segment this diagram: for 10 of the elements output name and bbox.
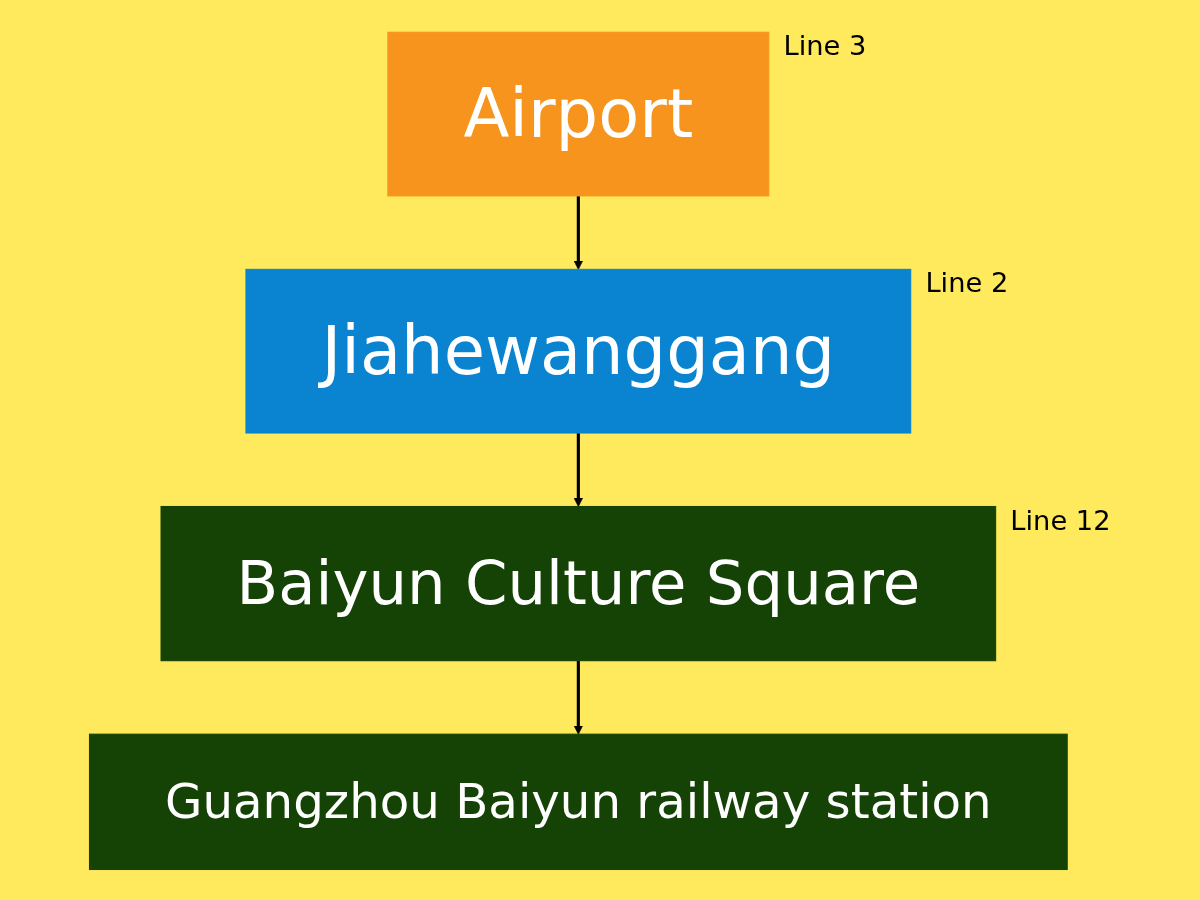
node-box: Airport <box>387 31 770 197</box>
node-box: Jiahewanggang <box>245 268 912 434</box>
line-label: Line 2 <box>925 267 1009 299</box>
line-label: Line 3 <box>783 30 867 62</box>
line-label: Line 12 <box>1010 504 1111 536</box>
arrow <box>573 433 583 507</box>
node-box: Baiyun Culture Square <box>160 505 997 662</box>
arrow <box>573 660 583 735</box>
node-box: Guangzhou Baiyun railway station <box>88 733 1068 871</box>
arrow <box>573 195 583 270</box>
